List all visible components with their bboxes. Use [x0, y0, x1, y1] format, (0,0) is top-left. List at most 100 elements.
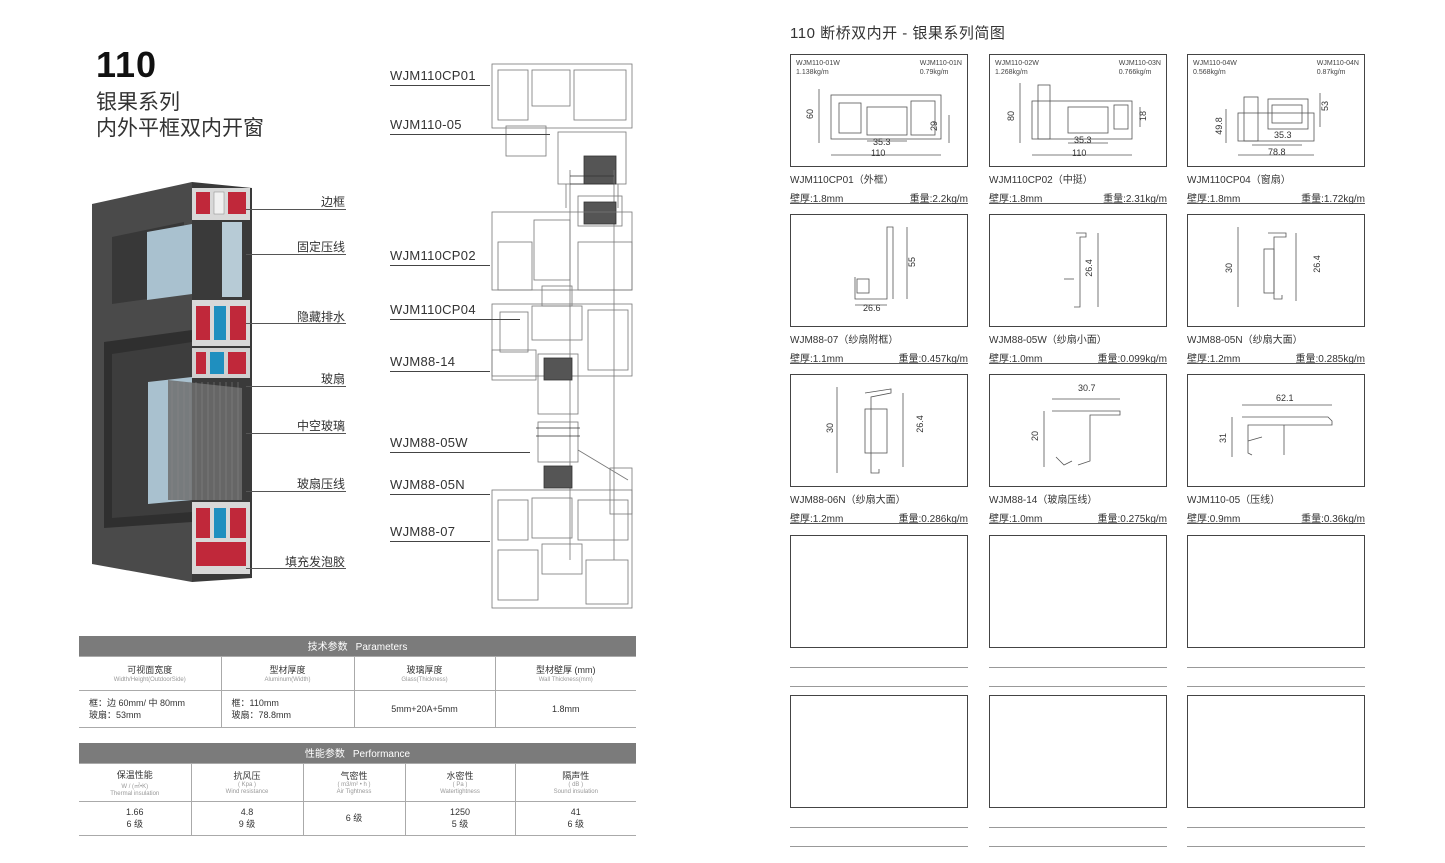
dim-label: 35.3 — [873, 137, 891, 147]
title-product: 内外平框双内开窗 — [96, 117, 264, 140]
profile-sketch — [836, 387, 904, 474]
dim-label: 20 — [1030, 430, 1041, 442]
right-page-title: 110 断桥双内开 - 银果系列简图 — [790, 25, 1006, 42]
profile-sketch — [1043, 398, 1121, 467]
blank-line — [989, 846, 1167, 847]
blank-line — [1187, 827, 1365, 828]
profile-sketch — [1231, 404, 1333, 457]
dim-label: 18 — [1138, 110, 1149, 122]
profile-card-wjm110-05: 62.1 31 — [1187, 374, 1365, 487]
callout-frame: 边框 — [321, 195, 346, 209]
blank-line — [790, 846, 968, 847]
title-series: 银果系列 — [96, 91, 180, 114]
blank-line — [1187, 846, 1365, 847]
perf-header-sound: 隔声性( dB )Sound insulation — [515, 763, 636, 802]
blank-line — [790, 686, 968, 687]
section-leader-wjm110cp04 — [390, 319, 520, 320]
dim-label: 26.4 — [1083, 259, 1094, 277]
blank-line — [790, 667, 968, 668]
dim-label: 55 — [907, 256, 918, 268]
window-cutaway-illustration — [92, 182, 252, 582]
profile-sketch — [818, 89, 950, 156]
callout-line-insulated-glass — [246, 433, 346, 434]
blank-card — [989, 535, 1167, 648]
profile-name-wjm88-07: WJM88-07（纱扇附框） — [790, 335, 899, 346]
dim-label: 29 — [929, 120, 940, 132]
blank-card — [1187, 695, 1365, 808]
dim-label: 78.8 — [1268, 147, 1286, 157]
profile-name-wjm110cp02: WJM110CP02（中挺） — [989, 175, 1093, 186]
dim-label: 53 — [1320, 100, 1331, 112]
profile-name-wjm110-05: WJM110-05（压线） — [1187, 495, 1281, 506]
blank-line — [989, 686, 1167, 687]
title-number: 110 — [96, 44, 158, 85]
dim-label: 35.3 — [1274, 130, 1292, 140]
profile-card-wjm88-14: 30.7 20 — [989, 374, 1167, 487]
dim-label: 49.8 — [1213, 117, 1224, 135]
section-label-wjm88-14: WJM88-14 — [390, 354, 456, 369]
param-glass-thickness: 5mm+20A+5mm — [354, 690, 496, 728]
param-header-wall-thickness: 型材壁厚 (mm)Wall Thickness(mm) — [495, 656, 636, 691]
section-label-wjm88-05n: WJM88-05N — [390, 477, 465, 492]
perf-air-value: 6 级 — [303, 801, 406, 836]
section-label-wjm88-07: WJM88-07 — [390, 524, 456, 539]
profile-sketch — [1225, 93, 1321, 156]
profile-card-wjm88-05n: 30 26.4 — [1187, 214, 1365, 327]
perf-header-air: 气密性( m3/m² • h )Air Tightness — [303, 763, 406, 802]
dim-label: 110 — [1072, 148, 1087, 158]
dim-label: 110 — [871, 148, 886, 158]
section-label-wjm88-05w: WJM88-05W — [390, 435, 468, 450]
profile-sketch — [1064, 232, 1099, 308]
dim-label: 80 — [1006, 110, 1017, 122]
callout-line-sash-bead — [246, 491, 346, 492]
dim-label: 62.1 — [1276, 393, 1294, 403]
section-leader-wjm110cp01 — [390, 85, 490, 86]
dim-label: 30 — [825, 422, 836, 434]
profile-name-wjm110cp01: WJM110CP01（外框） — [790, 175, 894, 186]
profile-name-wjm88-05w: WJM88-05W（纱扇小面） — [989, 335, 1107, 346]
blank-card — [790, 695, 968, 808]
dim-label: 26.6 — [863, 303, 881, 313]
profile-name-wjm88-14: WJM88-14（玻扇压线） — [989, 495, 1098, 506]
dim-label: 26.4 — [1311, 255, 1322, 273]
blank-line — [790, 827, 968, 828]
dim-label: 26.4 — [914, 415, 925, 433]
profile-sketch — [1019, 83, 1141, 156]
blank-line — [989, 667, 1167, 668]
callout-foam: 填充发泡胶 — [285, 555, 346, 569]
callout-line-glass-sash — [246, 386, 346, 387]
section-label-wjm110cp04: WJM110CP04 — [390, 302, 476, 317]
dim-label: 35.3 — [1074, 135, 1092, 145]
dim-label: 30.7 — [1078, 383, 1096, 393]
blank-line — [1187, 667, 1365, 668]
section-label-wjm110cp01: WJM110CP01 — [390, 68, 476, 83]
profile-name-wjm110cp04: WJM110CP04（窗扇） — [1187, 175, 1291, 186]
blank-card — [989, 695, 1167, 808]
section-leader-wjm88-05w — [390, 452, 530, 453]
profile-name-wjm88-05n: WJM88-05N（纱扇大面） — [1187, 335, 1303, 346]
profile-card-wjm88-06n: 30 26.4 — [790, 374, 968, 487]
blank-card — [1187, 535, 1365, 648]
profile-card-wjm88-05w: 26.4 — [989, 214, 1167, 327]
